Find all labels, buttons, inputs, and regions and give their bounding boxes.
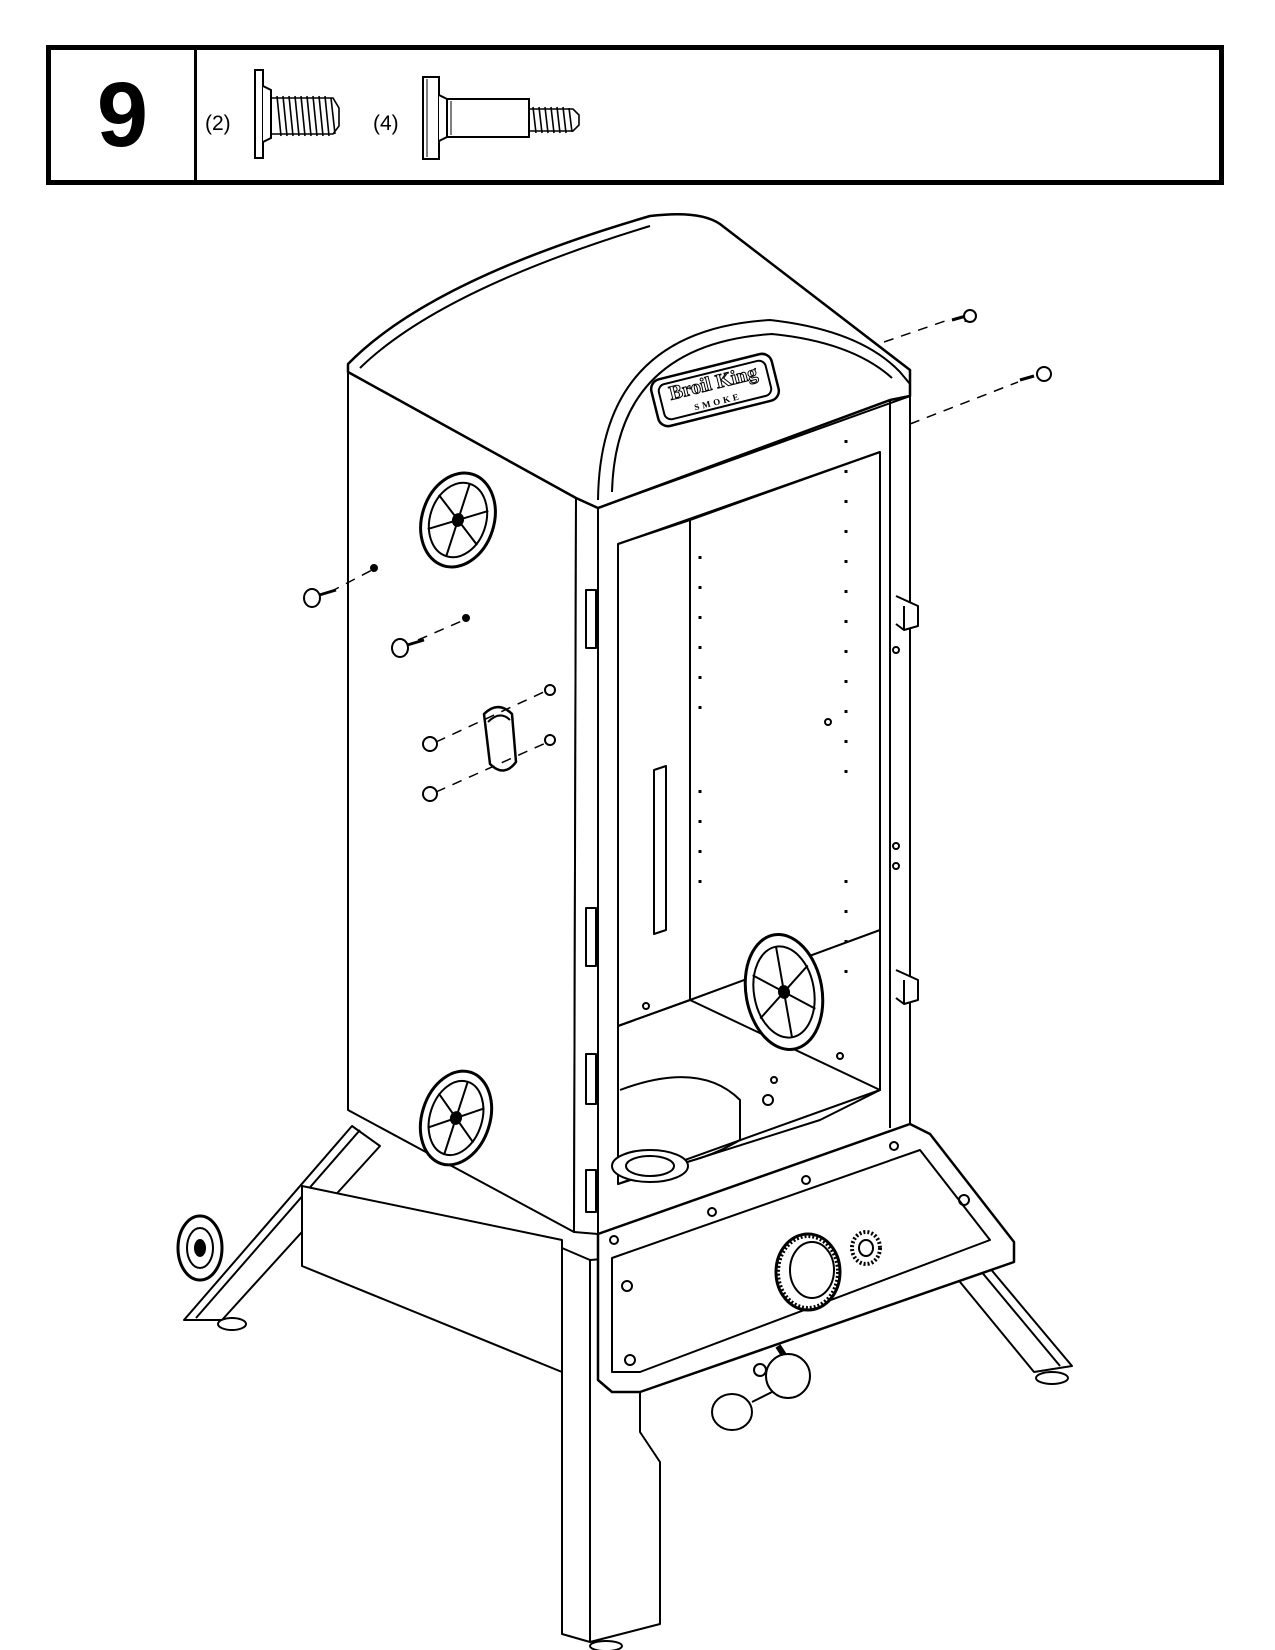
part-quantity-long-bolt: (4) bbox=[373, 112, 399, 135]
step-number-cell: 9 bbox=[51, 50, 197, 180]
lower-side-panel bbox=[301, 1185, 563, 1373]
lid-shoulder-bolt-1 bbox=[883, 309, 977, 343]
foot-front bbox=[589, 1640, 623, 1650]
foot-back-right bbox=[1035, 1371, 1069, 1385]
long-shoulder-bolt-icon bbox=[422, 76, 580, 160]
parts-list: (2) (4) bbox=[197, 50, 1219, 180]
lid-shoulder-bolt-2 bbox=[909, 366, 1052, 425]
damper-vent-upper-left bbox=[419, 471, 497, 569]
left-wheel bbox=[176, 1214, 224, 1282]
lid bbox=[346, 212, 912, 510]
side-handle-lower bbox=[895, 969, 919, 1005]
door-hinges bbox=[585, 589, 597, 1213]
logo-plate bbox=[649, 352, 781, 428]
burner-bowl bbox=[611, 1076, 774, 1183]
gas-regulator bbox=[711, 1344, 811, 1431]
part-quantity-short-bolt: (2) bbox=[205, 112, 231, 135]
step-number: 9 bbox=[96, 64, 149, 166]
side-bolt-upper-left bbox=[303, 564, 378, 608]
damper-vent-lower-left bbox=[418, 1069, 494, 1167]
frame-screw-holes bbox=[642, 646, 900, 1084]
side-bolt-middle bbox=[391, 614, 470, 658]
front-frame bbox=[573, 395, 911, 1235]
rack-holes bbox=[698, 440, 848, 973]
foot-back-left bbox=[217, 1317, 247, 1331]
side-handle-upper bbox=[895, 595, 919, 631]
step-header: 9 (2) (4) bbox=[46, 45, 1224, 185]
igniter-button bbox=[850, 1230, 882, 1266]
short-shoulder-bolt-icon bbox=[254, 69, 340, 159]
temperature-control-knob bbox=[774, 1232, 842, 1312]
bottle-opener-bracket bbox=[422, 684, 556, 802]
damper-vent-interior bbox=[743, 933, 825, 1051]
interior-bracket bbox=[653, 765, 667, 935]
